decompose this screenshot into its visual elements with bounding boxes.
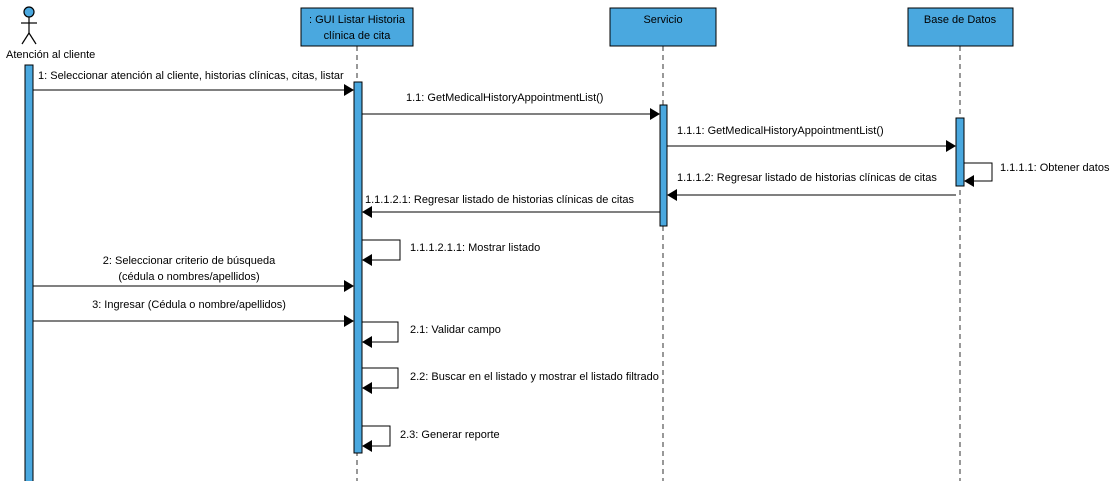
lifeline-db-header[interactable]: Base de Datos [907, 7, 1014, 47]
message-1-1[interactable]: 1.1: GetMedicalHistoryAppointmentList() [362, 92, 660, 120]
message-3-label: 3: Ingresar (Cédula o nombre/apellidos) [92, 299, 286, 311]
arrowhead-icon [946, 140, 956, 152]
activation-servicio [659, 104, 668, 227]
arrowhead-icon [362, 382, 372, 394]
lifeline-gui-header[interactable]: : GUI Listar Historia clínica de cita [300, 7, 414, 47]
message-2-label-line1: 2: Seleccionar criterio de búsqueda [103, 255, 276, 267]
message-2-2-line [362, 367, 399, 389]
arrowhead-icon [362, 336, 372, 348]
message-1-1-1-2-1-1-line [362, 239, 401, 261]
message-1-1-1-1-line [964, 162, 993, 182]
lifeline-gui-box [300, 7, 414, 47]
lifeline-gui-label-line1: : GUI Listar Historia [309, 14, 406, 26]
arrowhead-icon [362, 206, 372, 218]
message-1-1-1-2-label: 1.1.1.2: Regresar listado de historias c… [677, 172, 937, 184]
message-1-1-1-1-label: 1.1.1.1: Obtener datos [1000, 162, 1110, 174]
arrowhead-icon [650, 108, 660, 120]
actor-head-icon [23, 6, 35, 18]
arrowhead-icon [964, 175, 974, 187]
lifeline-gui-label-line2: clínica de cita [324, 30, 392, 42]
arrowhead-icon [344, 280, 354, 292]
lifeline-db-label: Base de Datos [924, 14, 997, 26]
message-1[interactable]: 1: Seleccionar atención al cliente, hist… [33, 70, 354, 96]
arrowhead-icon [362, 440, 372, 452]
message-2-3-line [362, 425, 391, 447]
message-1-1-1-label: 1.1.1: GetMedicalHistoryAppointmentList(… [677, 125, 884, 137]
message-3[interactable]: 3: Ingresar (Cédula o nombre/apellidos) [33, 299, 354, 327]
message-1-label: 1: Seleccionar atención al cliente, hist… [38, 70, 344, 82]
message-1-1-1-2-1-label: 1.1.1.2.1: Regresar listado de historias… [365, 194, 635, 206]
message-1-1-1-2-1[interactable]: 1.1.1.2.1: Regresar listado de historias… [362, 194, 660, 218]
message-2-2-label: 2.2: Buscar en el listado y mostrar el l… [410, 371, 659, 383]
arrowhead-icon [344, 84, 354, 96]
arrowhead-icon [667, 189, 677, 201]
message-2-3[interactable]: 2.3: Generar reporte [362, 425, 500, 452]
lifeline-servicio-header[interactable]: Servicio [609, 7, 717, 47]
message-2-1-label: 2.1: Validar campo [410, 324, 501, 336]
message-2-1-line [362, 321, 399, 343]
message-2-label-line2: (cédula o nombres/apellidos) [118, 271, 259, 283]
message-2[interactable]: 2: Seleccionar criterio de búsqueda (céd… [33, 255, 354, 292]
message-1-1-1[interactable]: 1.1.1: GetMedicalHistoryAppointmentList(… [667, 125, 956, 152]
message-1-1-1-1[interactable]: 1.1.1.1: Obtener datos [964, 162, 1110, 187]
actor-label: Atención al cliente [6, 49, 95, 61]
message-1-1-1-2-1-1-label: 1.1.1.2.1.1: Mostrar listado [410, 242, 540, 254]
actor-atencion-al-cliente[interactable]: Atención al cliente [6, 6, 95, 61]
message-1-1-1-2-1-1[interactable]: 1.1.1.2.1.1: Mostrar listado [362, 239, 540, 266]
activation-db [955, 117, 965, 187]
activation-actor [24, 64, 34, 481]
message-2-2[interactable]: 2.2: Buscar en el listado y mostrar el l… [362, 367, 659, 394]
actor-left-leg-icon [21, 32, 30, 45]
arrowhead-icon [344, 315, 354, 327]
message-1-1-label: 1.1: GetMedicalHistoryAppointmentList() [406, 92, 603, 104]
message-1-1-1-2[interactable]: 1.1.1.2: Regresar listado de historias c… [667, 172, 956, 201]
lifeline-servicio-label: Servicio [643, 14, 682, 26]
arrowhead-icon [362, 254, 372, 266]
message-2-3-label: 2.3: Generar reporte [400, 429, 500, 441]
lifeline-servicio-box [609, 7, 717, 47]
activation-gui [353, 81, 363, 454]
lifeline-db-box [907, 7, 1014, 47]
actor-right-leg-icon [28, 32, 37, 45]
message-2-1[interactable]: 2.1: Validar campo [362, 321, 501, 348]
